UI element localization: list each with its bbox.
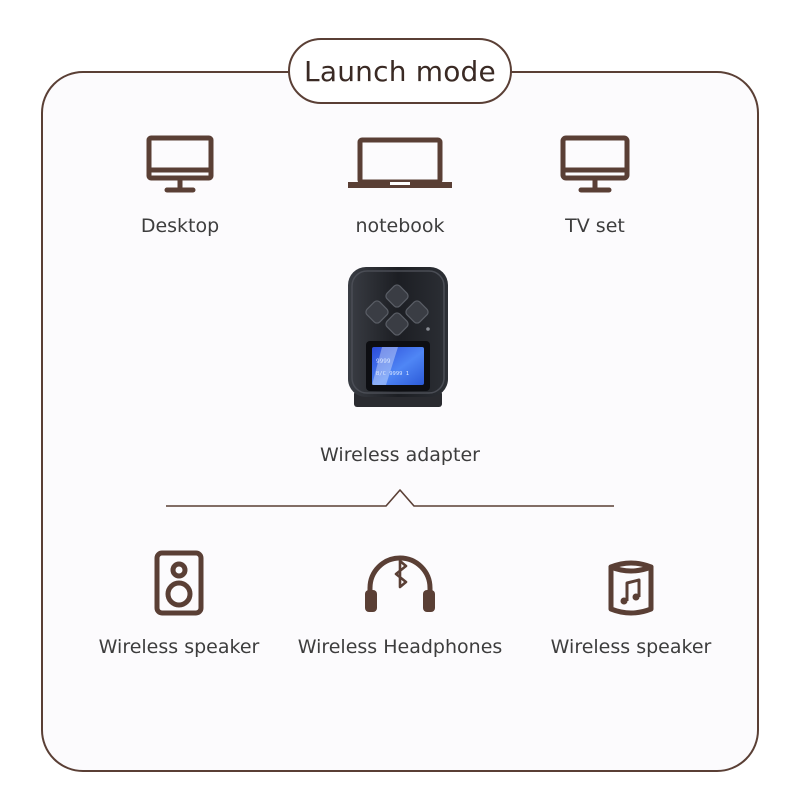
section-divider	[166, 489, 614, 507]
adapter-screen-line2: B/C 9999 1	[376, 371, 409, 377]
source-label-notebook: notebook	[355, 215, 445, 237]
speaker-box-icon	[154, 550, 204, 616]
page-title: Launch mode	[304, 54, 496, 88]
wireless-adapter-device: 9999 B/C 9999 1	[348, 267, 448, 407]
tv-icon	[560, 135, 630, 193]
laptop-icon	[348, 137, 452, 188]
music-speaker-icon	[608, 560, 654, 616]
source-label-desktop: Desktop	[140, 215, 220, 237]
adapter-label: Wireless adapter	[320, 444, 480, 466]
desktop-monitor-icon	[146, 135, 214, 193]
adapter-screen-line1: 9999	[376, 358, 391, 365]
output-label-headphones: Wireless Headphones	[297, 636, 503, 658]
output-label-speaker-1: Wireless speaker	[98, 636, 260, 658]
source-label-tv: TV set	[565, 215, 625, 237]
output-label-speaker-2: Wireless speaker	[550, 636, 712, 658]
title-pill: Launch mode	[288, 38, 512, 104]
bluetooth-headphones-icon	[365, 555, 435, 612]
